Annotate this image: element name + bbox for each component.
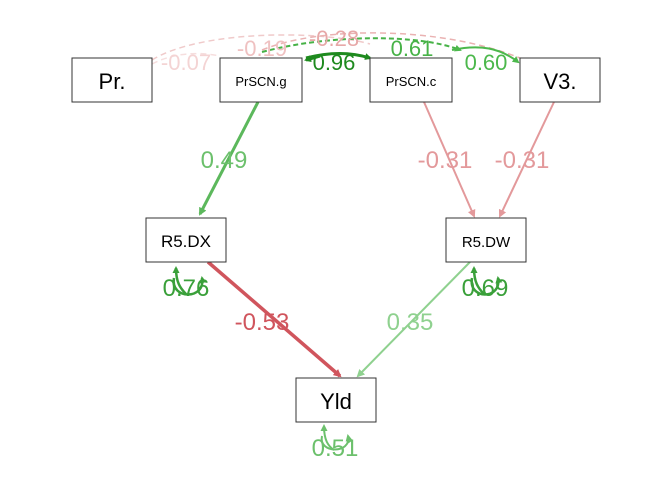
- edge-prscn-c-v3: [451, 46, 520, 64]
- label-r5dx-variance: 0.76: [163, 275, 210, 302]
- label-v3-r5dw: -0.31: [495, 147, 550, 174]
- label-prscn-c-r5dw: -0.31: [418, 147, 473, 174]
- node-prscn-g-label: PrSCN.g: [235, 74, 286, 89]
- node-prscn-c: PrSCN.c: [369, 57, 453, 103]
- edge-prscn-g-r5dx: [198, 101, 260, 216]
- variance-loop-r5dx: [172, 266, 207, 296]
- label-r5dx-yld: -0.53: [235, 309, 290, 336]
- variance-loop-yld: [320, 424, 353, 451]
- covariance-edges: [151, 32, 521, 65]
- node-r5dx: R5.DX: [145, 217, 227, 263]
- edge-prscn-g-prscn-c: [305, 52, 372, 60]
- node-prscn-c-label: PrSCN.c: [386, 74, 437, 89]
- node-yld: Yld: [295, 377, 377, 423]
- edge-v3-r5dw: [498, 101, 555, 218]
- node-yld-label: Yld: [320, 389, 352, 414]
- edge-prscn-g-v3: [261, 32, 521, 59]
- edge-prscn-c-r5dw: [423, 101, 476, 218]
- node-pr-label: Pr.: [99, 69, 126, 94]
- label-r5dw-yld: 0.35: [387, 309, 434, 336]
- node-pr: Pr.: [71, 57, 153, 103]
- label-prscn-g-v3-pos: 0.61: [391, 36, 434, 61]
- label-yld-variance: 0.51: [312, 435, 359, 462]
- label-prscn-c-v3: 0.60: [465, 50, 508, 75]
- edge-pr-prscn-c: [151, 34, 371, 61]
- label-prscn-g-prscn-c: 0.96: [313, 50, 356, 75]
- node-v3: V3.: [519, 57, 601, 103]
- label-pr-prscn-c: -0.19: [237, 36, 287, 61]
- edge-r5dw-yld: [356, 261, 471, 378]
- node-v3-label: V3.: [543, 69, 576, 94]
- node-r5dw-label: R5.DW: [462, 234, 511, 251]
- node-r5dw: R5.DW: [445, 217, 527, 263]
- edge-pr-prscn-g: [151, 52, 221, 65]
- label-pr-prscn-g: -0.07: [161, 50, 211, 75]
- label-prscn-g-v3: -0.28: [309, 26, 359, 51]
- edge-r5dx-yld: [206, 260, 342, 378]
- label-r5dw-variance: 0.69: [462, 275, 509, 302]
- edge-prscn-g-v3-pos: [261, 37, 462, 53]
- node-r5dx-label: R5.DX: [161, 232, 211, 251]
- edge-prscn-g-prscn-c-tail: [304, 54, 321, 62]
- variance-loop-r5dw: [470, 266, 503, 296]
- label-prscn-g-r5dx: 0.49: [201, 147, 248, 174]
- node-prscn-g: PrSCN.g: [219, 57, 303, 103]
